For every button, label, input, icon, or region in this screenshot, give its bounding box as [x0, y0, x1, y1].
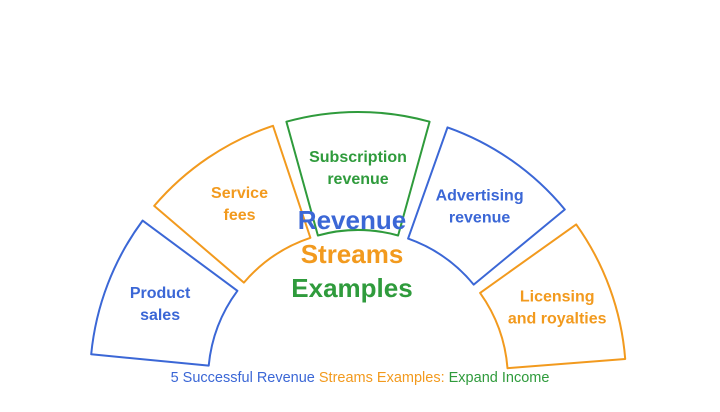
caption: 5 Successful Revenue Streams Examples: E… [0, 369, 720, 387]
caption-part-3: Expand Income [448, 370, 550, 386]
segment-label-service-fees: Service fees [211, 185, 268, 224]
segment-label-advertising-revenue: Advertising revenue [436, 187, 524, 226]
segment-label-product-sales: Product sales [130, 285, 191, 324]
center-title-line-3: Examples [291, 273, 412, 303]
center-title-line-1: Revenue [298, 205, 406, 235]
segment-subscription-revenue: Subscription revenue [285, 111, 431, 237]
center-title-line-2: Streams [301, 239, 404, 269]
caption-part-1: 5 Successful Revenue [170, 370, 319, 386]
segment-outline-service-fees [153, 124, 312, 284]
segment-label-line: Subscription [309, 149, 407, 166]
segment-product-sales: Product sales [90, 219, 239, 367]
segment-advertising-revenue: Advertising revenue [407, 126, 566, 286]
segment-label-line: Product [130, 285, 191, 302]
segment-licensing-royalties: Licensing and royalties [479, 223, 627, 370]
segment-label-line: sales [140, 307, 180, 324]
segment-outline-licensing-royalties [479, 223, 627, 370]
segment-label-line: Service [211, 185, 268, 202]
segment-label-subscription-revenue: Subscription revenue [309, 149, 407, 188]
segment-outline-subscription-revenue [285, 111, 431, 237]
segment-label-line: revenue [327, 171, 388, 188]
segment-service-fees: Service fees [153, 124, 312, 284]
caption-part-2: Streams Examples: [318, 370, 449, 386]
segment-label-line: Advertising [436, 187, 524, 204]
segment-outline-advertising-revenue [407, 126, 566, 286]
segment-label-line: revenue [449, 209, 510, 226]
segment-label-line: and royalties [508, 311, 607, 328]
segment-outline-product-sales [90, 219, 239, 367]
segment-label-licensing-royalties: Licensing and royalties [508, 289, 607, 328]
center-title: Revenue Streams Examples [291, 205, 412, 303]
segment-label-line: fees [223, 207, 255, 224]
segment-label-line: Licensing [520, 289, 595, 306]
